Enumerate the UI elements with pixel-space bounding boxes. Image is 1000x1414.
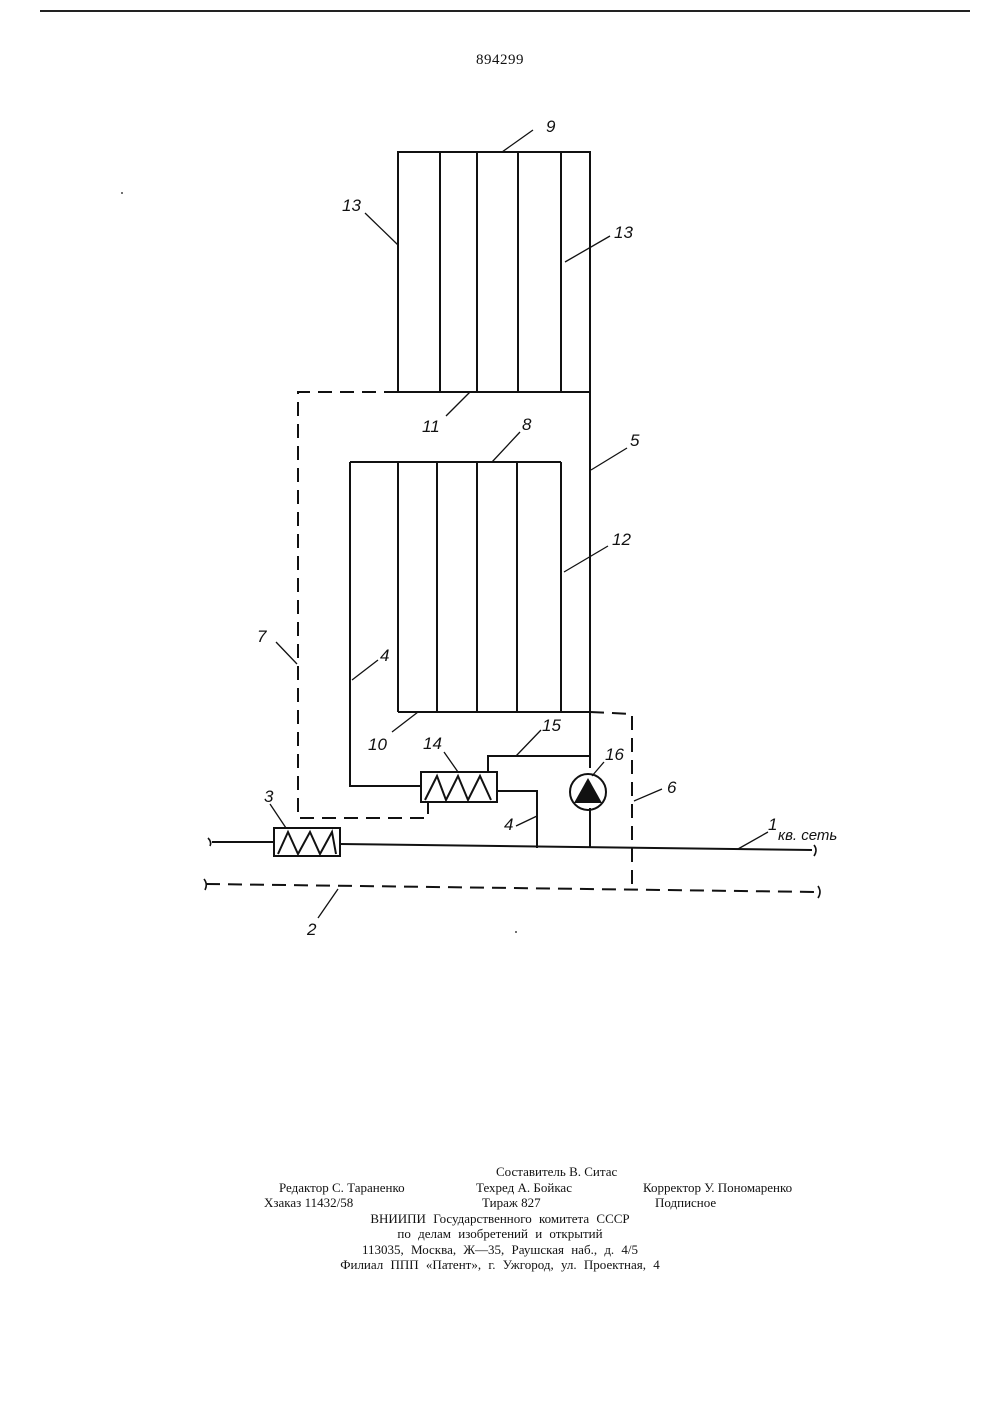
leader-10 bbox=[392, 712, 418, 732]
leader-11 bbox=[446, 392, 470, 416]
branch-line: Филиал ППП «Патент», г. Ужгород, ул. Про… bbox=[0, 1257, 1000, 1273]
leader-16 bbox=[592, 762, 604, 776]
scan-speck bbox=[121, 192, 123, 194]
label-2: 2 bbox=[306, 920, 317, 939]
leader-13-left bbox=[365, 213, 398, 245]
label-11: 11 bbox=[422, 417, 440, 436]
label-15: 15 bbox=[542, 716, 561, 735]
label-3: 3 bbox=[264, 787, 274, 806]
pump-16-triangle bbox=[574, 778, 602, 803]
label-12: 12 bbox=[612, 530, 631, 549]
leader-7 bbox=[276, 642, 297, 664]
heating-system-diagram: 9 13 13 11 8 5 12 7 4 10 14 15 16 6 3 4 … bbox=[0, 0, 1000, 1000]
label-5: 5 bbox=[630, 431, 640, 450]
leader-3 bbox=[270, 804, 286, 828]
heat-exchanger-3-coil bbox=[278, 832, 336, 854]
leader-15 bbox=[516, 730, 541, 756]
leader-6 bbox=[634, 789, 662, 801]
leader-2 bbox=[318, 889, 338, 918]
organization-line-2: по делам изобретений и открытий bbox=[0, 1226, 1000, 1242]
label-1: 1 bbox=[768, 815, 777, 834]
compiler-credit: Составитель В. Ситас bbox=[496, 1164, 617, 1180]
label-1-suffix: кв. сеть bbox=[778, 827, 837, 844]
label-6: 6 bbox=[667, 778, 677, 797]
leader-4-right bbox=[516, 816, 537, 826]
organization-line-1: ВНИИПИ Государственного комитета СССР bbox=[0, 1211, 1000, 1227]
tech-editor-credit: Техред А. Бойкас bbox=[476, 1180, 572, 1196]
leader-12 bbox=[564, 546, 608, 572]
label-9: 9 bbox=[546, 117, 556, 136]
scan-speck bbox=[515, 931, 517, 933]
label-8: 8 bbox=[522, 415, 532, 434]
label-4-left: 4 bbox=[380, 646, 389, 665]
pipe-15 bbox=[488, 756, 590, 772]
label-4-right: 4 bbox=[504, 815, 513, 834]
label-16: 16 bbox=[605, 745, 624, 764]
circulation: Тираж 827 bbox=[482, 1195, 541, 1211]
leader-5 bbox=[591, 448, 627, 470]
line-end-mark bbox=[818, 886, 820, 898]
colophon: Составитель В. Ситас Редактор С. Таранен… bbox=[0, 1164, 1000, 1273]
line-end-mark bbox=[814, 845, 816, 856]
label-13-left: 13 bbox=[342, 196, 361, 215]
label-7: 7 bbox=[257, 627, 267, 646]
editor-credit: Редактор С. Тараненко bbox=[279, 1180, 405, 1196]
leader-8 bbox=[492, 432, 520, 462]
leader-4-left bbox=[352, 660, 378, 680]
label-13-right: 13 bbox=[614, 223, 633, 242]
dashed-line-2 bbox=[206, 884, 816, 892]
heat-exchanger-14-coil bbox=[425, 776, 491, 800]
leader-9 bbox=[502, 130, 533, 152]
leader-1 bbox=[738, 832, 768, 849]
label-10: 10 bbox=[368, 735, 387, 754]
subscription-note: Подписное bbox=[655, 1195, 716, 1211]
leader-14 bbox=[444, 752, 458, 772]
corrector-credit: Корректор У. Пономаренко bbox=[643, 1180, 792, 1196]
order-number: Хзаказ 11432/58 bbox=[264, 1195, 353, 1211]
address-line: 113035, Москва, Ж—35, Раушская наб., д. … bbox=[0, 1242, 1000, 1258]
dashed-line-7 bbox=[298, 392, 428, 818]
line-end-mark bbox=[208, 838, 211, 846]
label-14: 14 bbox=[423, 734, 442, 753]
line-end-mark bbox=[204, 879, 206, 890]
leader-13-right bbox=[565, 236, 610, 262]
